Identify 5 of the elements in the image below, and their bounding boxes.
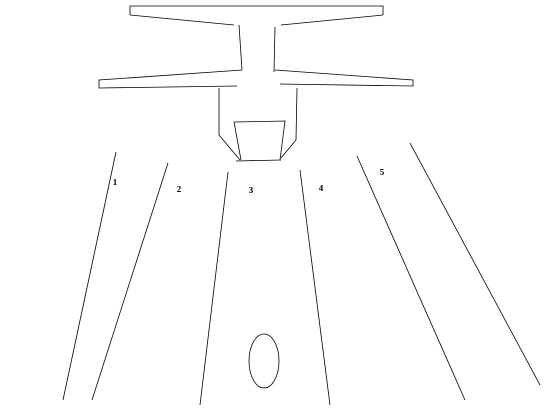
- number-label: 2: [177, 186, 181, 192]
- number-label: 1: [113, 179, 117, 185]
- number-label: 3: [249, 186, 253, 194]
- number-label: 5: [380, 169, 384, 175]
- number-label: 4: [318, 185, 324, 191]
